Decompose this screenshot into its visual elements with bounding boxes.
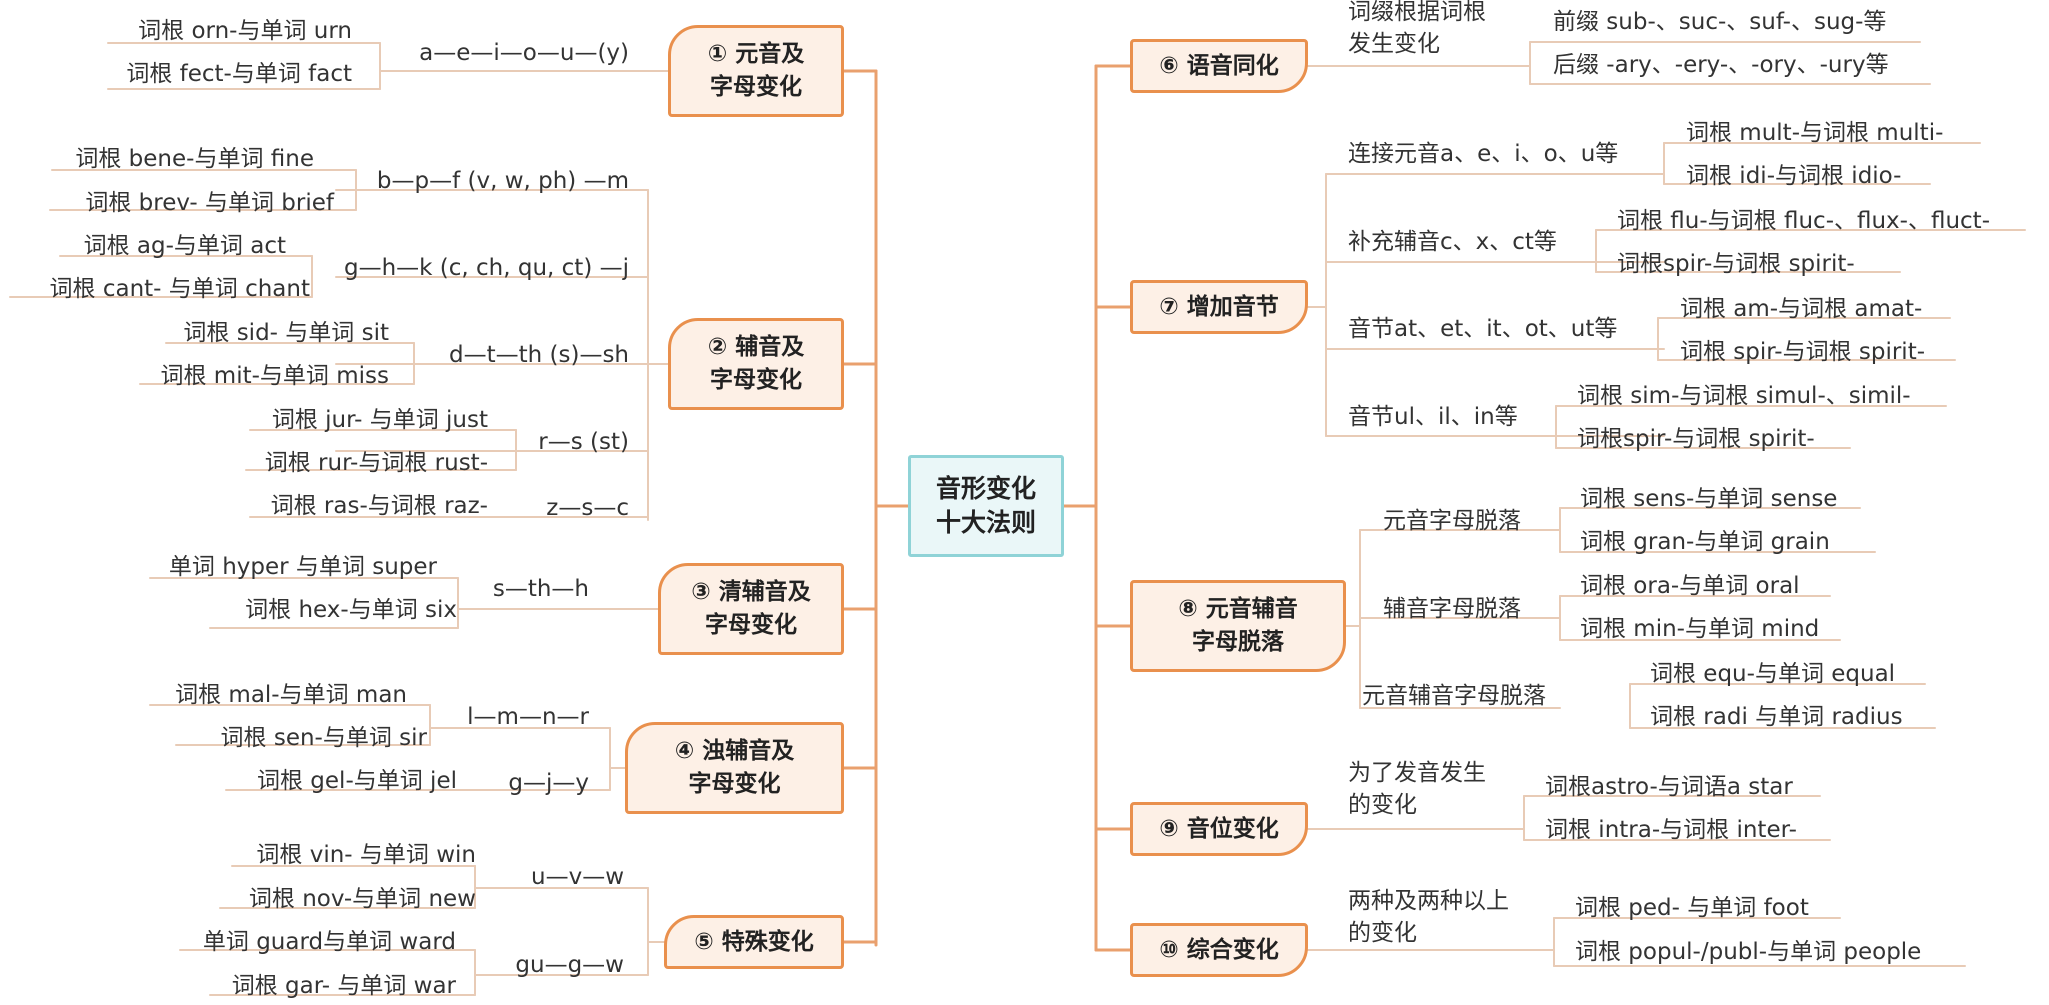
- branch-6-label: ⑥ 语音同化: [1159, 52, 1279, 79]
- branch-10-label: ⑩ 综合变化: [1159, 936, 1279, 963]
- example-1-1: 词根 orn-与单词 urn: [138, 18, 352, 44]
- example-7-8: 词根spir-与词根 spirit-: [1577, 426, 1815, 452]
- example-3-1: 单词 hyper 与单词 super: [168, 554, 437, 580]
- branch-2-label: ② 辅音及 字母变化: [707, 334, 805, 393]
- example-2-3: 词根 ag-与单词 act: [83, 233, 286, 259]
- example-10-2: 词根 popul-/publ-与单词 people: [1575, 939, 1922, 965]
- example-2-6: 词根 mit-与单词 miss: [160, 363, 390, 389]
- example-9-1: 词根astro-与词语a star: [1545, 774, 1793, 800]
- pattern-sthh: s—th—h: [492, 576, 589, 602]
- example-8-3: 词根 ora-与单词 oral: [1580, 573, 1800, 599]
- branch-3[interactable]: ③ 清辅音及 字母变化: [658, 563, 844, 655]
- example-2-4: 词根 cant- 与单词 chant: [49, 276, 310, 302]
- pattern-bpfm: b—p—f (v, w, ph) —m: [376, 168, 629, 194]
- pattern-vowels: a—e—i—o—u—(y): [419, 40, 629, 66]
- example-6-2: 后缀 -ary、-ery-、-ory、-ury等: [1553, 52, 1889, 78]
- pattern-extra-consonants: 补充辅音c、x、ct等: [1348, 229, 1557, 255]
- branch-6[interactable]: ⑥ 语音同化: [1130, 39, 1308, 93]
- pattern-dtsh: d—t—th (s)—sh: [448, 342, 629, 368]
- example-4-3: 词根 gel-与单词 jel: [257, 768, 457, 794]
- example-7-1: 词根 mult-与词根 multi-: [1686, 120, 1944, 146]
- branch-3-label: ③ 清辅音及 字母变化: [691, 579, 811, 638]
- branch-4-label: ④ 浊辅音及 字母变化: [674, 738, 795, 797]
- example-2-1: 词根 bene-与单词 fine: [75, 146, 314, 172]
- example-8-5: 词根 equ-与单词 equal: [1650, 661, 1896, 687]
- example-7-2: 词根 idi-与词根 idio-: [1686, 163, 1902, 189]
- example-5-1: 词根 vin- 与单词 win: [256, 842, 476, 868]
- example-4-1: 词根 mal-与单词 man: [175, 682, 407, 708]
- pattern-gjy: g—j—y: [508, 770, 589, 796]
- example-1-2: 词根 fect-与单词 fact: [126, 61, 352, 87]
- example-5-2: 词根 nov-与单词 new: [248, 886, 476, 912]
- branch-5[interactable]: ⑤ 特殊变化: [664, 915, 844, 969]
- pattern-combined: 两种及两种以上 的变化: [1348, 888, 1509, 946]
- branch-7-label: ⑦ 增加音节: [1159, 293, 1279, 320]
- branch-7[interactable]: ⑦ 增加音节: [1130, 280, 1308, 334]
- branch-1[interactable]: ① 元音及 字母变化: [668, 25, 844, 117]
- example-7-6: 词根 spir-与词根 spirit-: [1680, 339, 1926, 365]
- example-9-2: 词根 intra-与词根 inter-: [1545, 817, 1797, 843]
- example-5-4: 词根 gar- 与单词 war: [231, 973, 456, 999]
- central-topic[interactable]: 音形变化 十大法则: [908, 455, 1064, 557]
- pattern-ghkj: g—h—k (c, ch, qu, ct) —j: [343, 255, 629, 281]
- example-2-9: 词根 ras-与词根 raz-: [270, 493, 488, 519]
- example-2-7: 词根 jur- 与单词 just: [271, 407, 488, 433]
- pattern-uvw: u—v—w: [531, 864, 624, 890]
- pattern-lmnr: l—m—n—r: [467, 704, 589, 730]
- example-8-1: 词根 sens-与单词 sense: [1580, 486, 1838, 512]
- example-7-3: 词根 flu-与词根 fluc-、flux-、fluct-: [1617, 208, 1990, 234]
- pattern-vowel-drop: 元音字母脱落: [1383, 508, 1521, 534]
- example-2-5: 词根 sid- 与单词 sit: [183, 320, 389, 346]
- example-5-3: 单词 guard与单词 ward: [202, 929, 456, 955]
- branch-10[interactable]: ⑩ 综合变化: [1130, 923, 1308, 977]
- example-7-7: 词根 sim-与词根 simul-、simil-: [1577, 383, 1911, 409]
- branch-9-label: ⑨ 音位变化: [1159, 815, 1279, 842]
- example-2-2: 词根 brev- 与单词 brief: [85, 190, 334, 216]
- pattern-metathesis: 为了发音发生 的变化: [1348, 760, 1486, 818]
- example-2-8: 词根 rur-与词根 rust-: [264, 450, 488, 476]
- pattern-zsc: z—s—c: [546, 495, 629, 521]
- pattern-syllable-at: 音节at、et、it、ot、ut等: [1348, 316, 1618, 342]
- pattern-linking-vowels: 连接元音a、e、i、o、u等: [1348, 141, 1619, 167]
- pattern-consonant-drop: 辅音字母脱落: [1383, 596, 1521, 622]
- example-10-1: 词根 ped- 与单词 foot: [1575, 895, 1809, 921]
- branch-9[interactable]: ⑨ 音位变化: [1130, 802, 1308, 856]
- central-topic-label: 音形变化 十大法则: [935, 474, 1036, 537]
- example-7-5: 词根 am-与词根 amat-: [1680, 296, 1923, 322]
- pattern-both-drop: 元音辅音字母脱落: [1362, 683, 1546, 709]
- branch-8-label: ⑧ 元音辅音 字母脱落: [1178, 596, 1298, 655]
- example-8-4: 词根 min-与单词 mind: [1580, 616, 1820, 642]
- example-8-2: 词根 gran-与单词 grain: [1580, 529, 1830, 555]
- branch-4[interactable]: ④ 浊辅音及 字母变化: [625, 722, 844, 814]
- example-6-1: 前缀 sub-、suc-、suf-、sug-等: [1553, 9, 1887, 35]
- pattern-gugw: gu—g—w: [515, 952, 624, 978]
- branch-5-label: ⑤ 特殊变化: [694, 928, 814, 955]
- example-8-6: 词根 radi 与单词 radius: [1650, 704, 1903, 730]
- branch-8[interactable]: ⑧ 元音辅音 字母脱落: [1130, 580, 1346, 672]
- pattern-rs: r—s (st): [538, 429, 629, 455]
- example-3-2: 词根 hex-与单词 six: [245, 597, 457, 623]
- example-7-4: 词根spir-与词根 spirit-: [1617, 251, 1855, 277]
- branch-2[interactable]: ② 辅音及 字母变化: [668, 318, 844, 410]
- example-4-2: 词根 sen-与单词 sir: [220, 725, 427, 751]
- pattern-syllable-ul: 音节ul、il、in等: [1348, 404, 1518, 430]
- branch-1-label: ① 元音及 字母变化: [707, 41, 805, 100]
- pattern-affix-assimilation: 词缀根据词根 发生变化: [1348, 0, 1486, 57]
